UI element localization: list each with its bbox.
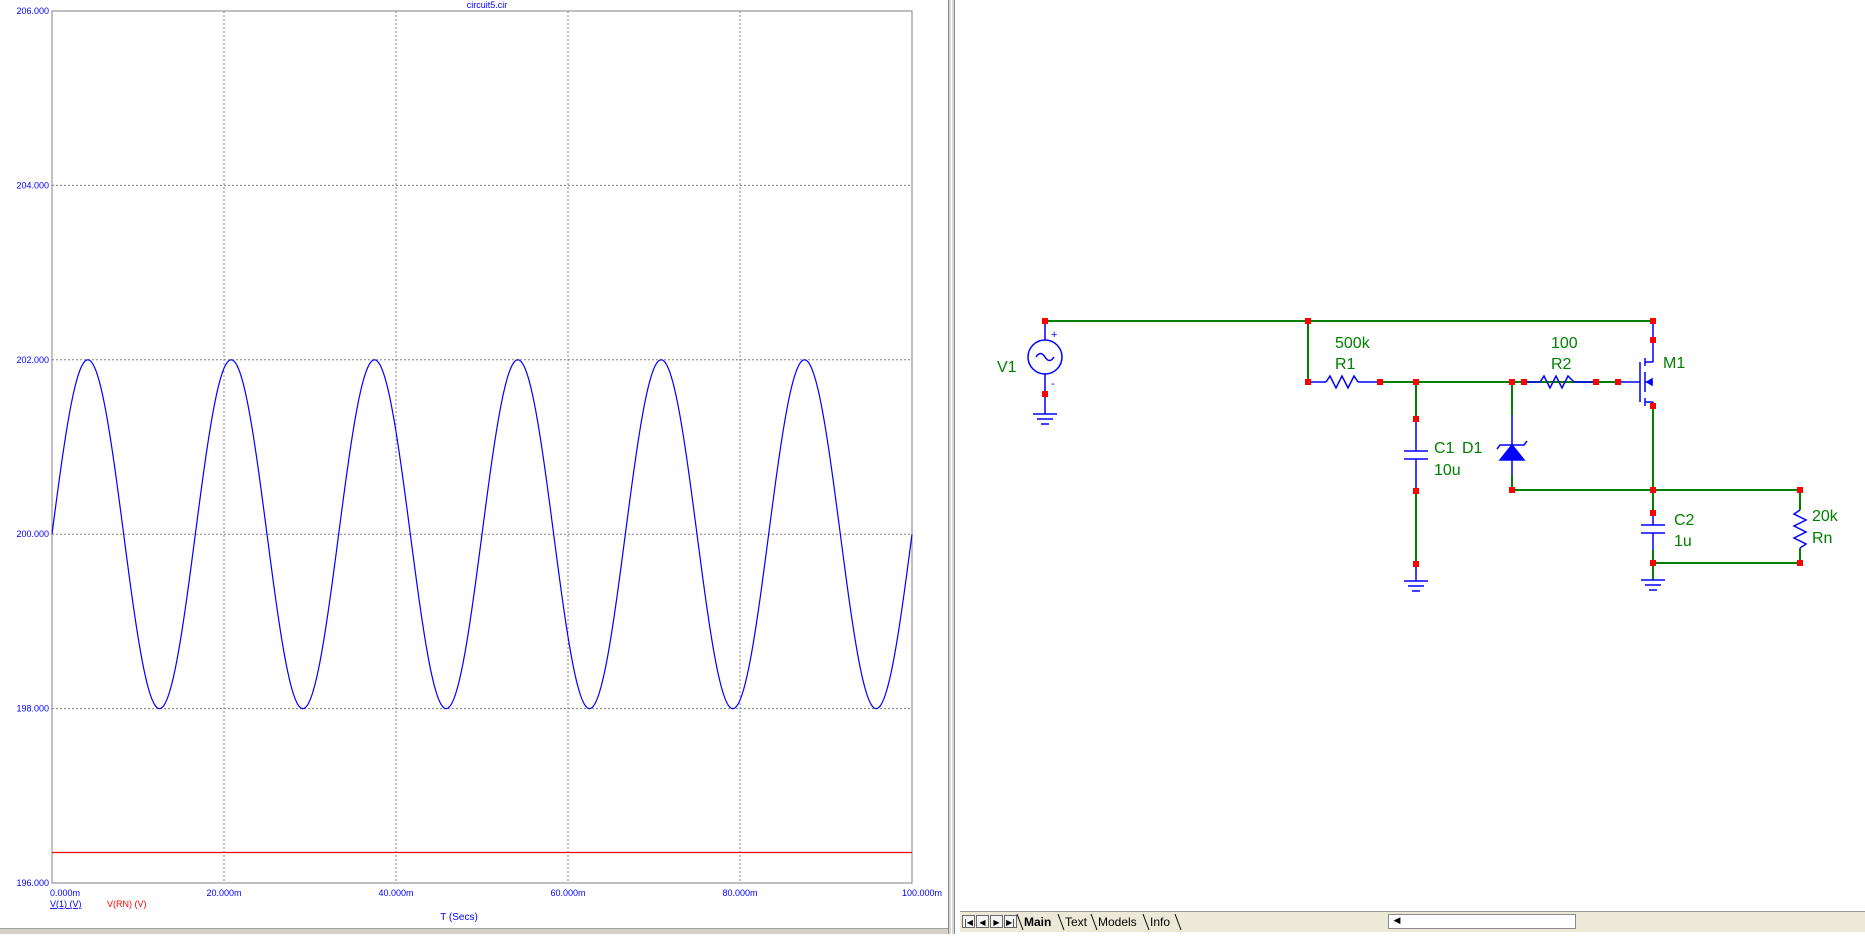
nodes <box>1042 318 1803 567</box>
analysis-plot-pane[interactable]: circuit5.cir 206.000 204.000 202.000 200.00… <box>0 0 948 934</box>
plot-title: circuit5.cir <box>467 0 508 10</box>
label-rn-value: 20k <box>1812 508 1839 525</box>
label-v1-minus: - <box>1051 378 1055 390</box>
d1-zener-diode[interactable] <box>1496 415 1528 475</box>
prev-tab-button[interactable]: ◀ <box>976 915 989 928</box>
r1-resistor[interactable] <box>1308 374 1380 390</box>
tab-separator <box>1142 913 1150 931</box>
component-labels: V1 + - 500k R1 100 R2 M1 C1 10u D1 C2 1u… <box>997 329 1839 550</box>
label-r1: R1 <box>1335 356 1356 373</box>
plot-grid <box>52 11 912 883</box>
label-c1: C1 <box>1434 440 1455 457</box>
y-axis-ticks: 206.000 204.000 202.000 200.000 198.000 196.0… <box>16 6 49 888</box>
c1-capacitor[interactable] <box>1404 419 1428 592</box>
x-tick-label: 40.000m <box>378 888 413 898</box>
circuit-schematic[interactable]: V1 + - 500k R1 100 R2 M1 C1 10u D1 C2 1u… <box>955 0 1865 910</box>
tab-text[interactable]: Text <box>1065 915 1088 929</box>
y-tick-label: 196.000 <box>16 878 49 888</box>
horizontal-scrollbar[interactable] <box>1388 914 1576 929</box>
label-c2: C2 <box>1674 512 1695 529</box>
label-v1-plus: + <box>1051 329 1057 341</box>
x-tick-label: 20.000m <box>206 888 241 898</box>
trace-label-vrn[interactable]: V(RN) (V) <box>107 899 147 909</box>
tab-separator <box>1090 913 1098 931</box>
trace-label-v1[interactable]: V(1) (V) <box>50 899 82 909</box>
plot-frame <box>51 10 913 884</box>
y-tick-label: 206.000 <box>16 6 49 16</box>
last-tab-button[interactable]: ▶| <box>1004 915 1017 928</box>
x-tick-label: 0.000m <box>50 888 80 898</box>
schematic-pane[interactable]: V1 + - 500k R1 100 R2 M1 C1 10u D1 C2 1u… <box>955 0 1865 934</box>
label-c2-value: 1u <box>1674 533 1692 550</box>
tab-main[interactable]: Main <box>1024 915 1052 929</box>
c2-capacitor[interactable] <box>1641 512 1665 591</box>
label-c1-value: 10u <box>1434 462 1461 479</box>
splitter-highlight <box>951 0 952 934</box>
label-v1: V1 <box>997 359 1017 376</box>
x-tick-label: 80.000m <box>722 888 757 898</box>
m1-mosfet[interactable] <box>1618 321 1654 406</box>
tab-info[interactable]: Info <box>1150 915 1171 929</box>
pane-splitter[interactable] <box>948 0 955 934</box>
y-tick-label: 202.000 <box>16 355 49 365</box>
plot-bottom-border <box>0 928 948 934</box>
rn-resistor[interactable] <box>1792 509 1808 549</box>
label-r1-value: 500k <box>1335 335 1371 352</box>
tab-separator <box>1057 913 1065 931</box>
first-tab-button[interactable]: |◀ <box>962 915 975 928</box>
plot-series <box>51 359 913 854</box>
next-tab-button[interactable]: ▶ <box>990 915 1003 928</box>
label-r2: R2 <box>1551 356 1572 373</box>
series-line-v1 <box>51 359 913 710</box>
components <box>1027 321 1808 592</box>
tab-separator <box>1016 913 1024 931</box>
y-tick-label: 204.000 <box>16 180 49 190</box>
x-axis-ticks: 0.000m 20.000m 40.000m 60.000m 80.000m 100.00… <box>50 888 942 898</box>
label-r2-value: 100 <box>1551 335 1578 352</box>
tab-separator <box>1174 913 1182 931</box>
scroll-left-arrow-icon[interactable]: ◀ <box>1393 916 1401 926</box>
x-tick-label: 60.000m <box>550 888 585 898</box>
label-d1: D1 <box>1462 440 1483 457</box>
y-tick-label: 200.000 <box>16 529 49 539</box>
y-tick-label: 198.000 <box>16 704 49 714</box>
label-rn: Rn <box>1812 530 1832 547</box>
x-axis-label: T (Secs) <box>440 912 478 923</box>
transient-plot[interactable]: circuit5.cir 206.000 204.000 202.000 200.00… <box>0 0 948 934</box>
tab-models[interactable]: Models <box>1098 915 1137 929</box>
x-tick-label: 100.000m <box>902 888 942 898</box>
label-m1: M1 <box>1663 355 1685 372</box>
